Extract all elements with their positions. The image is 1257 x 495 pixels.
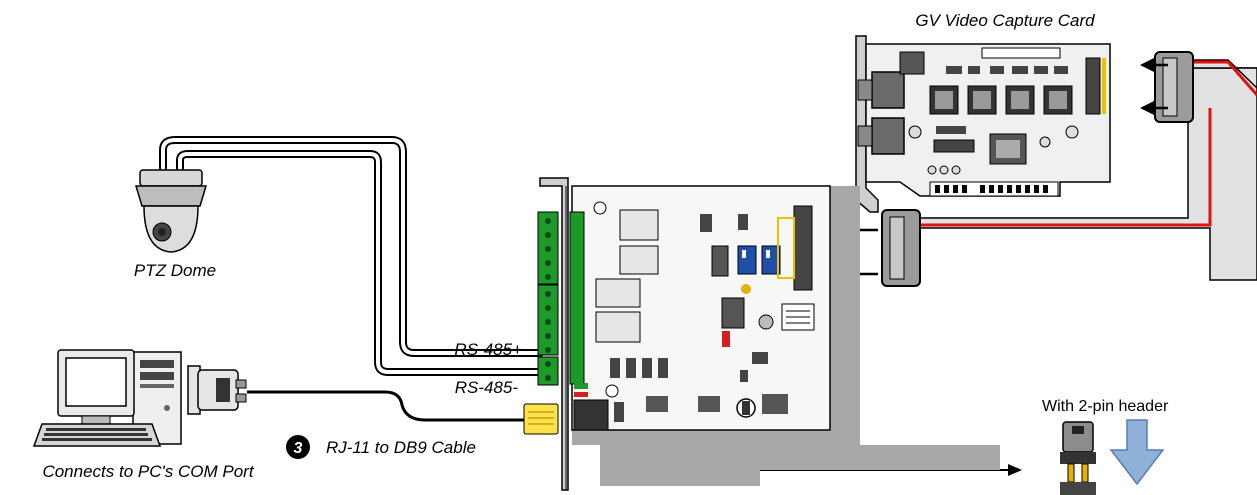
ptz-dome-camera-icon: PTZ Dome bbox=[134, 169, 216, 280]
ribbon-cable bbox=[881, 51, 1257, 287]
rs485-cables bbox=[159, 136, 544, 376]
capture-card-label: GV Video Capture Card bbox=[915, 11, 1095, 30]
video-capture-card-icon: GV Video Capture Card bbox=[855, 11, 1111, 213]
header-note-label: With 2-pin header bbox=[1042, 398, 1169, 415]
rj11-connector-icon bbox=[523, 403, 559, 435]
jumper-icon bbox=[1060, 421, 1096, 495]
step-badge: 3 bbox=[286, 435, 310, 459]
desktop-pc-icon: Connects to PC's COM Port bbox=[32, 349, 255, 481]
step-number: 3 bbox=[294, 440, 303, 457]
io-board-icon bbox=[537, 177, 1000, 491]
rs485-plus-label: RS-485+ bbox=[454, 340, 522, 359]
rj11-db9-cable bbox=[247, 390, 525, 422]
rs485-minus-label: RS-485- bbox=[455, 378, 519, 397]
down-arrow-icon bbox=[1109, 419, 1165, 486]
pc-com-port-label: Connects to PC's COM Port bbox=[42, 462, 254, 481]
db9-connector-icon bbox=[187, 365, 247, 415]
ptz-dome-label: PTZ Dome bbox=[134, 261, 216, 280]
cable-label: RJ-11 to DB9 Cable bbox=[326, 438, 476, 457]
terminal-block bbox=[537, 211, 585, 386]
